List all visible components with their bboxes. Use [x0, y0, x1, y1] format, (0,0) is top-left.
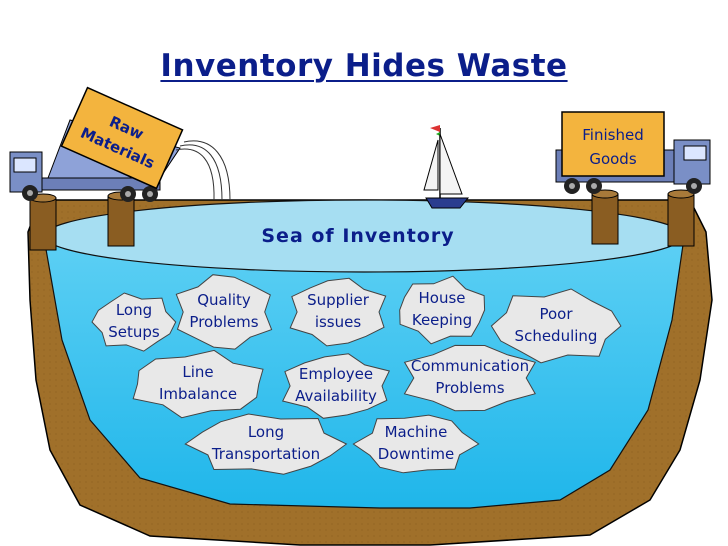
rock-label: Scheduling	[515, 327, 598, 345]
rock-label: Setups	[108, 323, 160, 341]
rock-label: Quality	[197, 291, 251, 309]
dock-posts-right	[591, 189, 695, 247]
rock-label: Long	[248, 423, 284, 441]
rock-label: Imbalance	[159, 385, 237, 403]
rock-label: Availability	[295, 387, 377, 405]
rock-label: Keeping	[412, 311, 472, 329]
rock-shape	[132, 349, 264, 419]
rock-supplier-issues: Supplier issues	[289, 277, 387, 347]
rock-label: Long	[116, 301, 152, 319]
rock-shape	[281, 353, 391, 419]
rock-label: Problems	[189, 313, 258, 331]
rock-label: Line	[182, 363, 213, 381]
waste-rocks: LongSetupsQualityProblemsSupplierissuesH…	[91, 274, 622, 475]
rock-label: Machine	[385, 423, 448, 441]
sea-label: Sea of Inventory	[261, 225, 454, 247]
rock-label: Poor	[539, 305, 573, 323]
rock-label: Supplier	[307, 291, 370, 309]
rock-label: Downtime	[378, 445, 454, 463]
rock-label: Problems	[435, 379, 504, 397]
rock-label: House	[418, 289, 465, 307]
raw-materials-sign: Raw Materials	[60, 86, 184, 190]
page-title: Inventory Hides Waste	[160, 48, 568, 84]
rock-shape	[490, 288, 622, 364]
svg-text:Goods: Goods	[589, 150, 636, 168]
rock-shape	[399, 275, 486, 345]
svg-text:Finished: Finished	[582, 126, 643, 144]
pouring-stream	[175, 140, 231, 201]
rock-label: issues	[315, 313, 362, 331]
rock-shape	[184, 413, 348, 475]
rock-shape	[91, 292, 177, 352]
rock-label: Transportation	[211, 445, 320, 463]
rock-shape	[175, 274, 273, 350]
rock-shape	[352, 414, 480, 474]
rock-label: Communication	[411, 357, 529, 375]
finished-goods-sign: Finished Goods	[561, 111, 665, 177]
rock-shape	[403, 344, 537, 412]
sailboat-icon	[423, 125, 470, 209]
rock-shape	[289, 277, 387, 347]
rock-label: Employee	[299, 365, 373, 383]
